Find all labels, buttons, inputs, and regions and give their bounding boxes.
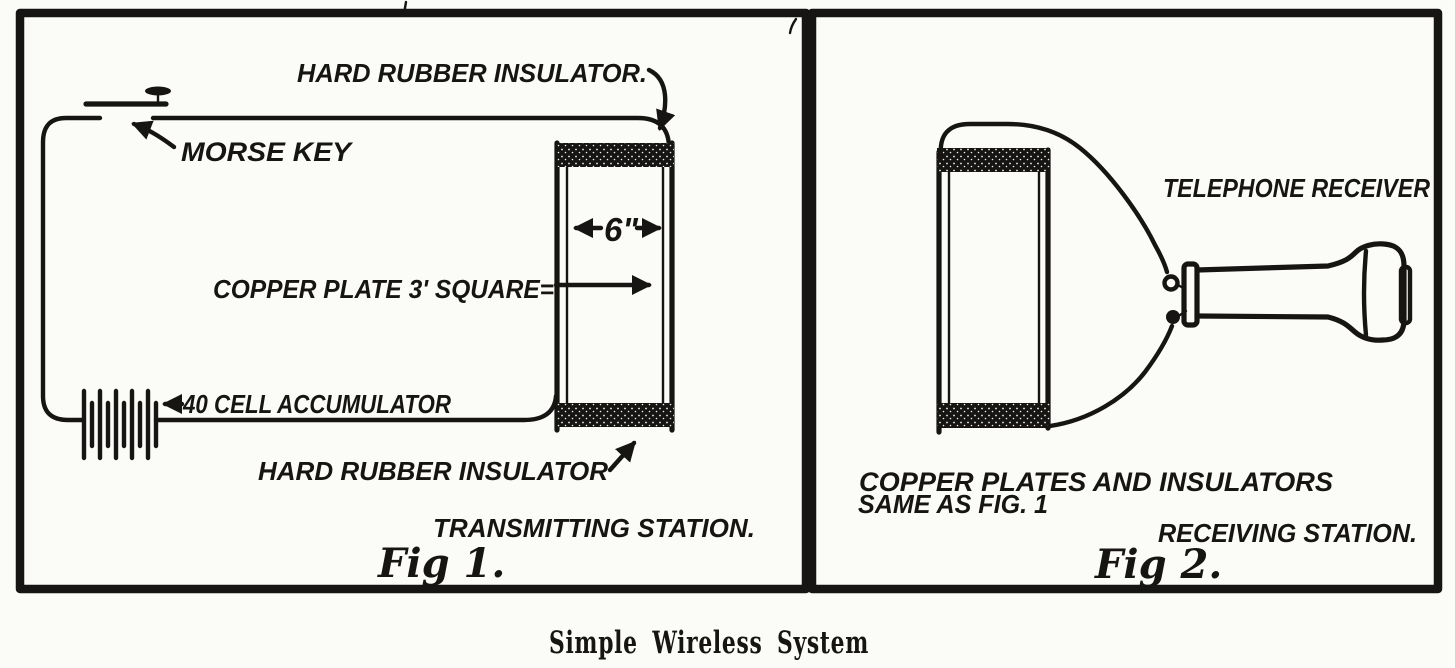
panel-fig2: TELEPHONE RECEIVER COPPER PLATES AND INS…: [807, 8, 1443, 594]
morse-key-symbol: [83, 86, 171, 107]
wire-left-loop: [40, 115, 103, 423]
terminal-top: [1162, 274, 1180, 292]
accumulator-symbol: [81, 388, 159, 461]
label-receiving-station: RECEIVING STATION.: [1158, 518, 1417, 548]
stray-ink-mark: [788, 17, 798, 35]
fig1-plate-assembly: [554, 140, 675, 433]
label-accumulator: 40 CELL ACCUMULATOR: [182, 389, 451, 419]
morse-key-leader-arrow: [131, 120, 177, 150]
receiver-bell-joint-line: [1361, 248, 1369, 338]
label-plates-note-line1: COPPER PLATES AND INSULATORS: [859, 467, 1333, 497]
fig2-plate-assembly: [936, 147, 1051, 435]
receiver-flange: [1181, 261, 1200, 328]
insulator-band-top: [556, 143, 674, 167]
receiver-body-and-bell: [1194, 241, 1407, 343]
insulator-band-bottom: [556, 403, 674, 427]
wire-bottom-arc: [1047, 323, 1175, 429]
receiver-end-cap: [1398, 264, 1413, 326]
insulator-top-leader-arrow: [646, 67, 676, 131]
label-plates-note-line2: SAME AS FIG. 1: [858, 489, 1048, 519]
telephone-receiver-drawing: [1162, 241, 1413, 343]
label-transmitting-station: TRANSMITTING STATION.: [433, 513, 755, 543]
label-plate-spacing: 6": [604, 211, 638, 248]
label-hard-rubber-insulator-top: HARD RUBBER INSULATOR.: [297, 58, 647, 88]
figure-caption: Simple Wireless System: [549, 625, 869, 661]
panel-fig1: HARD RUBBER INSULATOR. MORSE KEY COPPER …: [15, 8, 811, 594]
fig1-caption: Fig 1.: [377, 540, 505, 587]
stray-ink-tick: [402, 0, 408, 16]
label-telephone-receiver: TELEPHONE RECEIVER: [1163, 173, 1430, 203]
wire-top-arc: [938, 121, 1170, 275]
fig2-border: [807, 8, 1443, 594]
terminal-bottom: [1166, 310, 1180, 324]
label-morse-key: MORSE KEY: [181, 137, 354, 167]
fig2-caption: Fig 2.: [1094, 541, 1222, 588]
fig1-border: [15, 8, 811, 594]
label-hard-rubber-insulator-bottom: HARD RUBBER INSULATOR: [258, 456, 608, 486]
key-knob: [145, 86, 171, 96]
label-copper-plate: COPPER PLATE 3' SQUARE=: [213, 274, 554, 304]
insulator-bottom-leader-arrow: [607, 440, 637, 473]
insulator-band-top: [937, 148, 1050, 172]
insulator-band-bottom: [937, 403, 1050, 428]
